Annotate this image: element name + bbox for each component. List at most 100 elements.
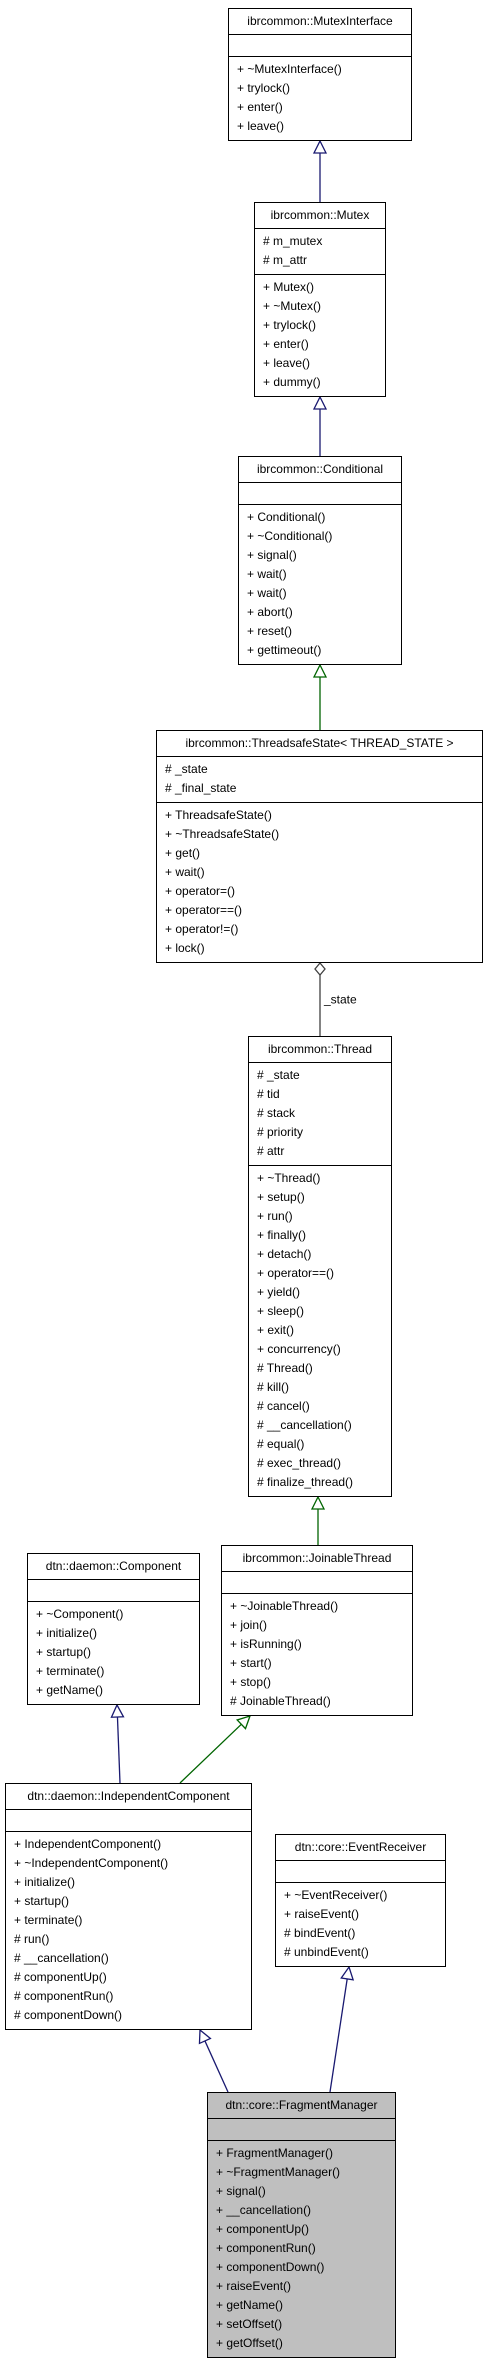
method-line: + Conditional() xyxy=(247,510,326,524)
attribute-line: # m_mutex xyxy=(263,234,323,248)
inheritance-arrowhead xyxy=(235,1714,252,1730)
inheritance-arrowhead xyxy=(312,663,328,678)
method-line: + trylock() xyxy=(237,81,291,95)
method-line: + raiseEvent() xyxy=(284,1907,360,1921)
method-line: + signal() xyxy=(247,548,297,562)
attribute-line: # attr xyxy=(257,1144,285,1158)
method-line: # finalize_thread() xyxy=(257,1475,354,1489)
edge-inherit-mutex-to-mutex-interface xyxy=(312,139,328,202)
class-name: dtn::daemon::IndependentComponent xyxy=(6,1784,251,1810)
method-compartment: + ~Thread()+ setup()+ run()+ finally()+ … xyxy=(249,1166,391,1496)
method-line: # __cancellation() xyxy=(257,1418,352,1432)
class-name: dtn::core::FragmentManager xyxy=(208,2093,395,2119)
attribute-compartment xyxy=(276,1861,445,1883)
method-line: # componentDown() xyxy=(14,2008,123,2022)
edge-inherit-fragment-manager-to-independent-component xyxy=(198,2028,229,2093)
method-line: + FragmentManager() xyxy=(216,2146,334,2160)
class-name: ibrcommon::Mutex xyxy=(255,203,385,229)
method-line: + ~ThreadsafeState() xyxy=(165,827,280,841)
attribute-line: # _state xyxy=(165,762,208,776)
class-box-component[interactable]: dtn::daemon::Component+ ~Component()+ in… xyxy=(27,1553,200,1705)
method-compartment: + IndependentComponent()+ ~IndependentCo… xyxy=(6,1832,251,2029)
attribute-line: # tid xyxy=(257,1087,280,1101)
class-box-independent-component[interactable]: dtn::daemon::IndependentComponent+ Indep… xyxy=(5,1783,252,2030)
method-line: + yield() xyxy=(257,1285,301,1299)
method-line: # equal() xyxy=(257,1437,305,1451)
attribute-compartment xyxy=(6,1810,251,1832)
attribute-compartment xyxy=(239,483,401,505)
method-line: + reset() xyxy=(247,624,293,638)
edge-line xyxy=(329,1978,348,2093)
method-line: + ~JoinableThread() xyxy=(230,1599,339,1613)
method-compartment: + FragmentManager() + ~FragmentManager() +… xyxy=(208,2141,395,2357)
method-line: # Thread() xyxy=(257,1361,313,1375)
inheritance-arrowhead xyxy=(310,1495,326,1510)
method-line: + leave() xyxy=(237,119,285,133)
method-line: + ~IndependentComponent() xyxy=(14,1856,169,1870)
method-line: + terminate() xyxy=(36,1664,105,1678)
method-compartment: + ~MutexInterface()+ trylock()+ enter()+… xyxy=(229,57,411,140)
edge-line xyxy=(179,1723,242,1784)
class-box-event-receiver[interactable]: dtn::core::EventReceiver+ ~EventReceiver… xyxy=(275,1834,446,1967)
method-compartment: + ~EventReceiver() + raiseEvent() # bindEv… xyxy=(276,1883,445,1966)
class-name: dtn::daemon::Component xyxy=(28,1554,199,1580)
attribute-line: # _state xyxy=(257,1068,300,1082)
method-line: + operator==() xyxy=(165,903,243,917)
class-box-thread[interactable]: ibrcommon::Thread# _state# tid# stack# p… xyxy=(248,1036,392,1497)
method-line: + gettimeout() xyxy=(247,643,322,657)
method-line: + ThreadsafeState() xyxy=(165,808,272,822)
method-line: # kill() xyxy=(257,1380,289,1394)
class-name: ibrcommon::ThreadsafeState< THREAD_STATE… xyxy=(157,731,482,757)
method-line: + __cancellation() xyxy=(216,2203,312,2217)
attribute-compartment xyxy=(229,35,411,57)
edge-usage-thread-to-threadsafe-state: _state xyxy=(314,961,357,1036)
method-line: + terminate() xyxy=(14,1913,83,1927)
method-line: + startup() xyxy=(14,1894,70,1908)
edge-inherit-joinable-thread-to-thread xyxy=(310,1495,326,1545)
attribute-line: # stack xyxy=(257,1106,296,1120)
method-line: + get() xyxy=(165,846,201,860)
method-line: + componentRun() xyxy=(216,2241,316,2255)
method-line: + wait() xyxy=(165,865,205,879)
edge-line xyxy=(204,2040,229,2093)
method-line: # bindEvent() xyxy=(284,1926,356,1940)
method-line: + ~Component() xyxy=(36,1607,124,1621)
method-line: + sleep() xyxy=(257,1304,305,1318)
class-name: dtn::core::EventReceiver xyxy=(276,1835,445,1861)
attribute-compartment xyxy=(208,2119,395,2141)
class-box-mutex[interactable]: ibrcommon::Mutex# m_mutex# m_attr+ Mutex… xyxy=(254,202,386,397)
method-line: + dummy() xyxy=(263,375,321,389)
class-name: ibrcommon::MutexInterface xyxy=(229,9,411,35)
method-line: + enter() xyxy=(263,337,309,351)
method-line: + getOffset() xyxy=(216,2336,283,2350)
class-box-fragment-manager[interactable]: dtn::core::FragmentManager+ FragmentMana… xyxy=(207,2092,396,2358)
method-line: + ~FragmentManager() xyxy=(216,2165,341,2179)
inheritance-arrowhead xyxy=(198,2028,212,2045)
attribute-line: # _final_state xyxy=(165,781,237,795)
method-line: + abort() xyxy=(247,605,293,619)
method-line: + stop() xyxy=(230,1675,272,1689)
method-line: + enter() xyxy=(237,100,283,114)
aggregation-diamond xyxy=(314,961,326,977)
method-line: + operator=() xyxy=(165,884,236,898)
method-line: + exit() xyxy=(257,1323,295,1337)
method-line: + ~EventReceiver() xyxy=(284,1888,388,1902)
method-compartment: + Mutex()+ ~Mutex()+ trylock()+ enter()+… xyxy=(255,275,385,396)
class-box-joinable-thread[interactable]: ibrcommon::JoinableThread+ ~JoinableThre… xyxy=(221,1545,413,1716)
method-line: + join() xyxy=(230,1618,268,1632)
method-line: + ~Mutex() xyxy=(263,299,322,313)
class-box-mutex-interface[interactable]: ibrcommon::MutexInterface+ ~MutexInterfa… xyxy=(228,8,412,141)
method-line: + Mutex() xyxy=(263,280,315,294)
attribute-compartment: # _state # _final_state xyxy=(157,757,482,803)
method-line: # __cancellation() xyxy=(14,1951,109,1965)
class-box-threadsafe-state[interactable]: ibrcommon::ThreadsafeState< THREAD_STATE… xyxy=(156,730,483,963)
method-line: + finally() xyxy=(257,1228,307,1242)
method-compartment: + ~JoinableThread()+ join()+ isRunning()… xyxy=(222,1594,412,1715)
method-line: + run() xyxy=(257,1209,293,1223)
attribute-compartment: # m_mutex# m_attr xyxy=(255,229,385,275)
class-box-conditional[interactable]: ibrcommon::Conditional+ Conditional()+ ~… xyxy=(238,456,402,665)
method-line: + initialize() xyxy=(36,1626,98,1640)
method-line: + leave() xyxy=(263,356,311,370)
